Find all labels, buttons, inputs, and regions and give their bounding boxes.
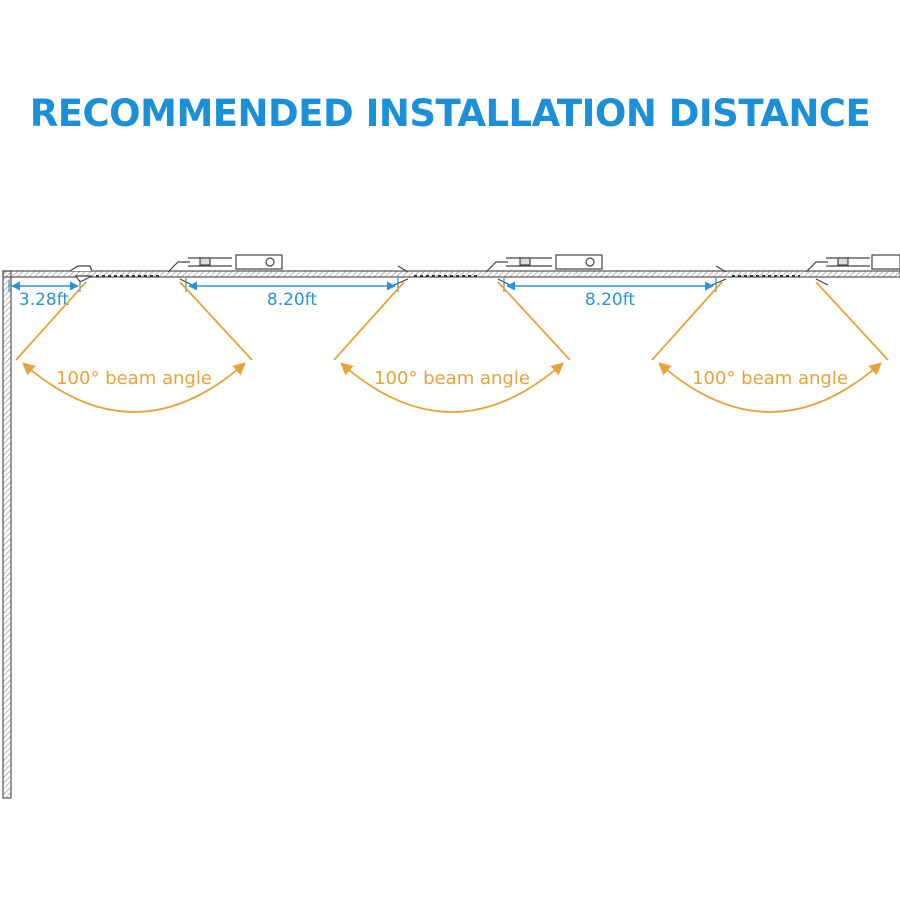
light-fixture-icon: [805, 254, 900, 286]
dimension-spacing-2: 8.20ft: [503, 278, 717, 310]
dimension-lines: 3.28ft 8.20ft 8.20ft: [8, 278, 717, 310]
junction-box-icon: [235, 254, 283, 270]
dimension-label-spacing-2: 8.20ft: [585, 290, 636, 310]
junction-box-icon: [871, 254, 900, 270]
page-title: RECOMMENDED INSTALLATION DISTANCE: [29, 92, 871, 135]
light-fixture-icon: [485, 254, 727, 286]
beam-label: 100° beam angle: [374, 368, 530, 389]
beam-3: 100° beam angle: [651, 281, 889, 413]
dimension-spacing-1: 8.20ft: [185, 278, 399, 310]
dimension-label-wall-gap: 3.28ft: [19, 290, 70, 310]
beam-2: 100° beam angle: [333, 281, 571, 413]
light-fixtures: [69, 254, 900, 286]
junction-box-icon: [555, 254, 603, 270]
wall: [2, 270, 12, 799]
dimension-wall-gap: 3.28ft: [8, 280, 81, 310]
beam-label: 100° beam angle: [692, 368, 848, 389]
dimension-label-spacing-1: 8.20ft: [267, 290, 318, 310]
beam-1: 100° beam angle: [15, 281, 253, 413]
beam-angles: 100° beam angle 100° beam angle 100° bea…: [15, 281, 889, 413]
wall-ceiling: [2, 270, 900, 799]
beam-label: 100° beam angle: [56, 368, 212, 389]
light-fixture-icon: [167, 254, 409, 286]
